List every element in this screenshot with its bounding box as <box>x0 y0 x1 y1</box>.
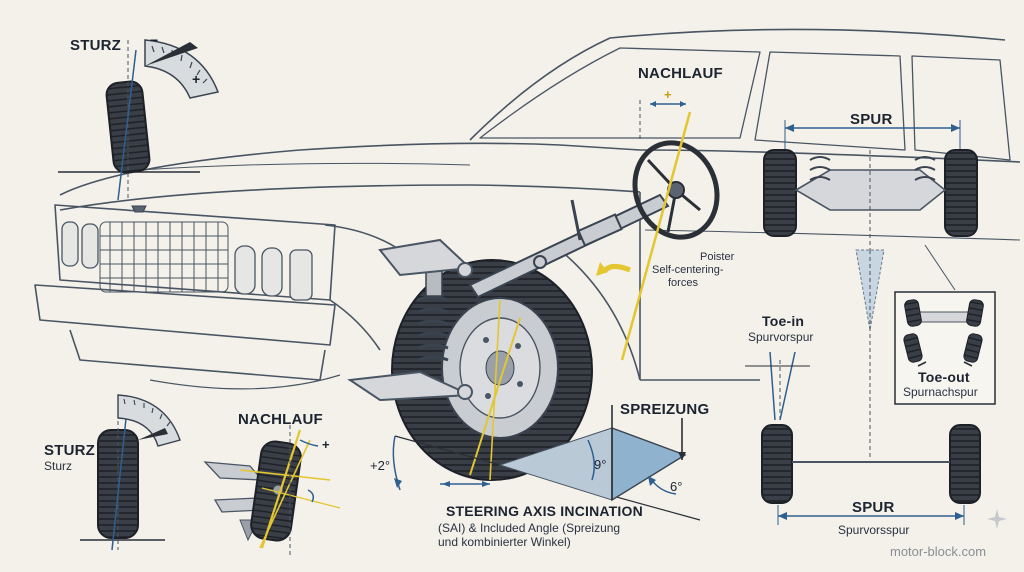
caster-plus-top: + <box>664 87 672 102</box>
label-nachlauf-top: NACHLAUF <box>638 65 723 82</box>
spur-top-axle <box>763 120 978 460</box>
caster-plus-bottom: + <box>322 437 330 452</box>
steering-wheel <box>632 140 720 240</box>
label-sai-title: STEERING AXIS INCINATION <box>446 503 643 519</box>
toe-in-bottom <box>745 351 981 525</box>
camber-gauge-top <box>144 39 220 99</box>
car-body <box>34 28 1021 390</box>
camber-gauge-bottom <box>117 394 181 447</box>
label-spur-bottom: SPUR <box>852 499 895 516</box>
emblem <box>131 205 147 213</box>
camber-bottom-wheel <box>80 399 165 551</box>
camber-top-wheel <box>58 40 200 201</box>
gauge-plus-top: + <box>192 71 201 87</box>
grille <box>99 221 229 293</box>
label-spur-bottom-sub: Spurvorsspur <box>838 523 910 537</box>
label-plus-2-deg: +2° <box>370 458 391 473</box>
sparkle-icon <box>987 509 1007 529</box>
label-poister: Poister <box>700 251 735 263</box>
steering-column <box>468 193 670 299</box>
label-spur-top: SPUR <box>850 111 893 128</box>
label-sai-line1: (SAI) & Included Angle (Spreizung <box>438 521 621 535</box>
label-toe-out-sub: Spurnachspur <box>903 385 978 399</box>
headlights <box>61 221 313 301</box>
label-self-centering: Self-centering- <box>652 264 724 276</box>
label-9-deg: 9° <box>594 457 607 472</box>
label-sturz-bottom: STURZ <box>44 442 95 459</box>
label-forces: forces <box>668 277 698 289</box>
front-wheel <box>391 259 593 481</box>
label-sturz-bottom-sub: Sturz <box>44 459 73 473</box>
toe-out-inset <box>894 291 996 405</box>
label-sai-line2: und kombinierter Winkel) <box>438 535 571 549</box>
spreizung-wedge <box>498 405 687 502</box>
label-nachlauf-bottom: NACHLAUF <box>238 411 323 428</box>
label-toe-in-sub: Spurvorspur <box>748 330 814 344</box>
label-toe-in: Toe-in <box>762 313 805 329</box>
caster-bottom <box>203 425 341 555</box>
label-sturz-top: STURZ <box>70 37 121 54</box>
control-arms <box>347 238 473 402</box>
watermark: motor-block.com <box>890 544 987 559</box>
label-6-deg: 6° <box>670 479 683 494</box>
label-toe-out: Toe-out <box>918 369 970 385</box>
caster-axis-line <box>620 111 692 361</box>
gauge-minus-top: − <box>150 32 159 48</box>
label-spreizung: SPREIZUNG <box>620 401 710 418</box>
